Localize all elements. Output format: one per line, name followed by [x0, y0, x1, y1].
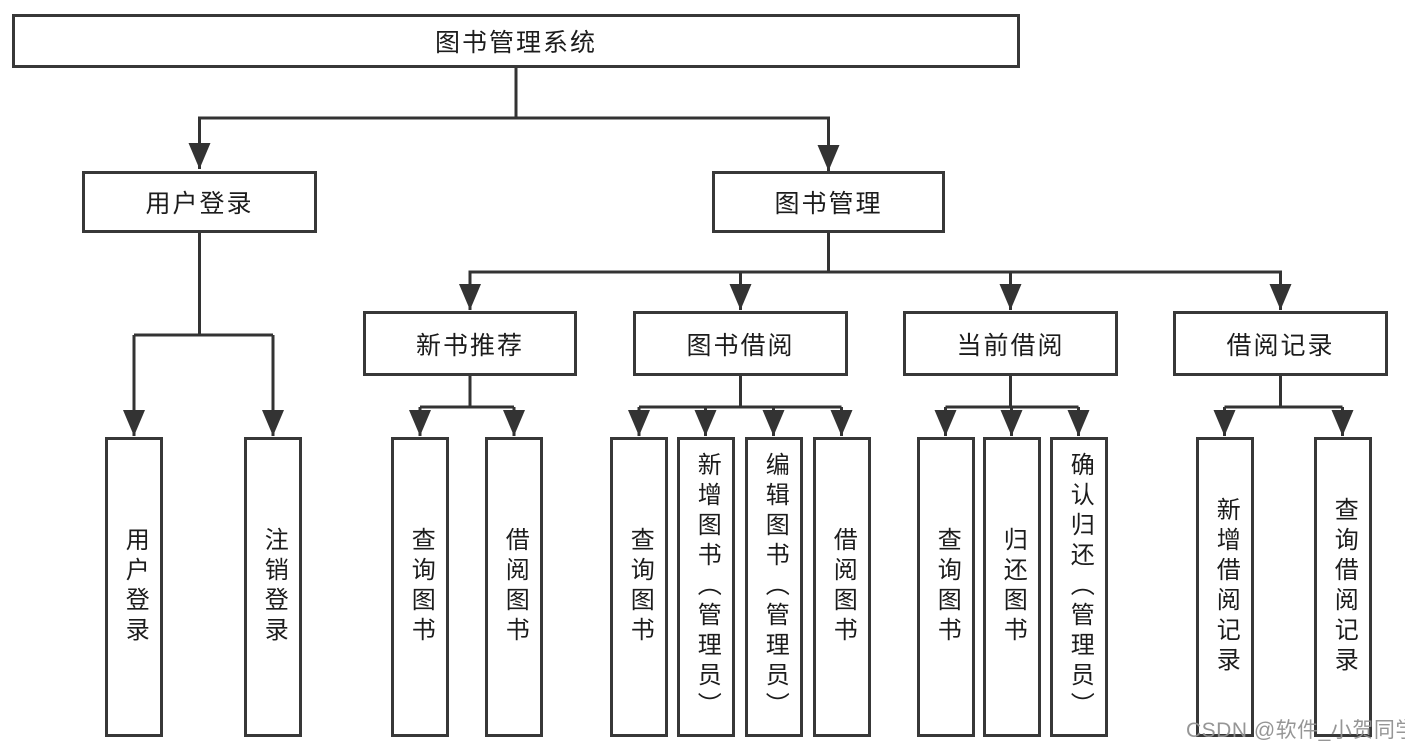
leaf-label: 查询图书 — [626, 527, 654, 647]
leaf-label: 查询图书 — [407, 527, 435, 647]
leaf-label: 查询图书 — [933, 527, 961, 647]
leaf-label: 借阅图书 — [501, 527, 529, 647]
node-current-borrow: 当前借阅 — [903, 311, 1118, 376]
leaf-add-borrow-record: 新增借阅记录 — [1196, 437, 1254, 737]
leaf-label: 用户登录 — [121, 527, 149, 647]
leaf-label: 注销登录 — [260, 527, 288, 647]
leaf-label: 确认归还（管理员） — [1066, 452, 1094, 722]
leaf-label: 新增借阅记录 — [1212, 497, 1240, 677]
leaf-user-login: 用户登录 — [105, 437, 163, 737]
leaf-return-books: 归还图书 — [983, 437, 1041, 737]
node-borrow-records: 借阅记录 — [1173, 311, 1388, 376]
leaf-label: 新增图书（管理员） — [693, 452, 721, 722]
leaf-label: 借阅图书 — [829, 527, 857, 647]
leaf-label: 归还图书 — [999, 527, 1027, 647]
node-user-login-branch: 用户登录 — [82, 171, 317, 233]
leaf-confirm-return-admin: 确认归还（管理员） — [1050, 437, 1108, 737]
leaf-query-books-borrow: 查询图书 — [610, 437, 668, 737]
node-root-system: 图书管理系统 — [12, 14, 1020, 68]
leaf-query-books-recommend: 查询图书 — [391, 437, 449, 737]
leaf-label: 编辑图书（管理员） — [761, 452, 789, 722]
leaf-label: 查询借阅记录 — [1330, 497, 1358, 677]
node-book-borrow: 图书借阅 — [633, 311, 848, 376]
leaf-edit-books-admin: 编辑图书（管理员） — [745, 437, 803, 737]
leaf-query-books-current: 查询图书 — [917, 437, 975, 737]
leaf-add-books-admin: 新增图书（管理员） — [677, 437, 735, 737]
leaf-borrow-books: 借阅图书 — [813, 437, 871, 737]
node-book-management-branch: 图书管理 — [712, 171, 945, 233]
leaf-borrow-books-recommend: 借阅图书 — [485, 437, 543, 737]
csdn-watermark: CSDN @软件_小贺同学 — [1186, 719, 1405, 742]
leaf-query-borrow-record: 查询借阅记录 — [1314, 437, 1372, 737]
leaf-logout: 注销登录 — [244, 437, 302, 737]
node-new-book-recommend: 新书推荐 — [363, 311, 577, 376]
